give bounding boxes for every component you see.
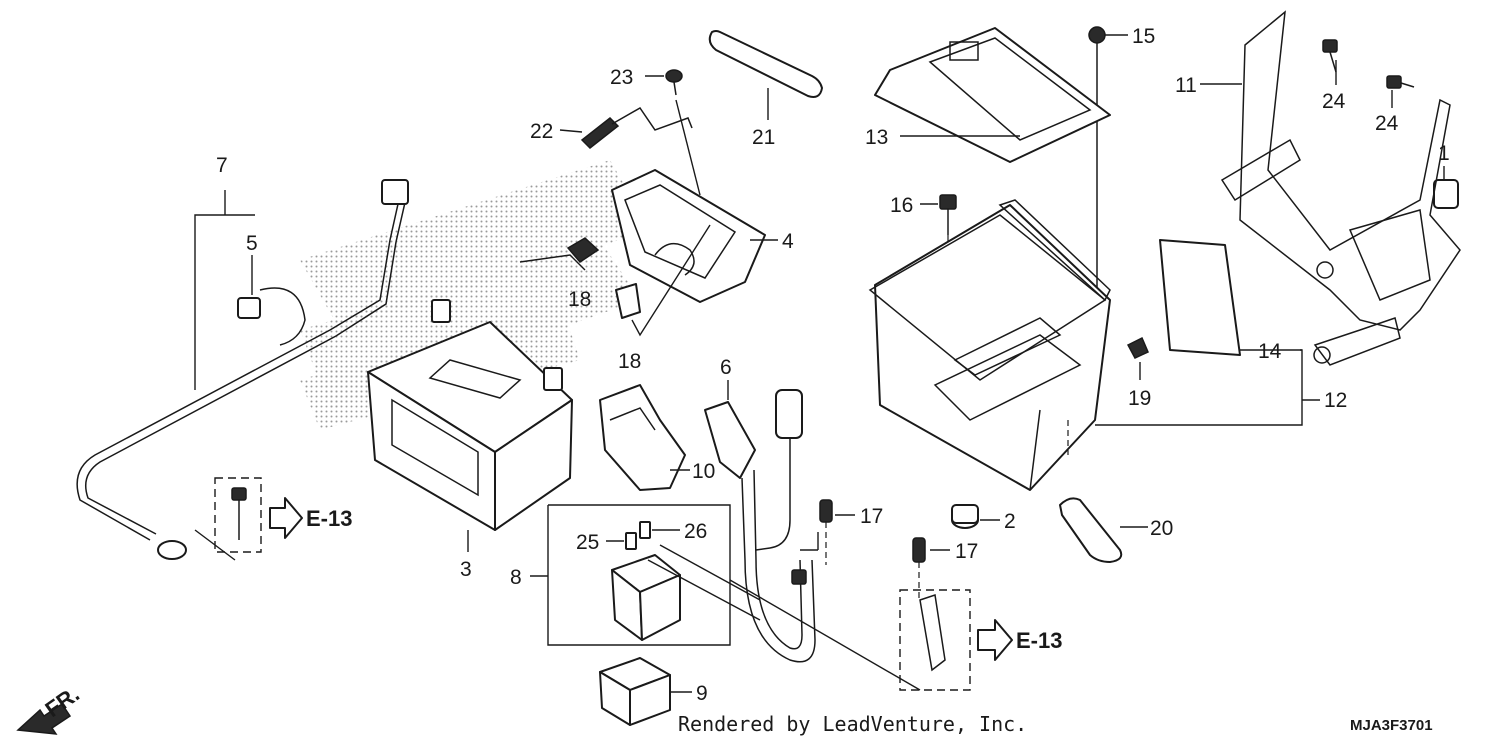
part-18-relay-b[interactable]: 18 — [615, 224, 711, 373]
callout-5: 5 — [246, 232, 258, 255]
part-6-cable[interactable]: 6 — [704, 356, 819, 663]
callout-6: 6 — [720, 356, 732, 379]
part-2-grommet[interactable]: 2 — [951, 504, 1016, 533]
ref-e13-right: E-13 — [1016, 628, 1062, 653]
part-5-clamp[interactable]: 5 — [237, 232, 306, 346]
callout-21: 21 — [752, 126, 775, 149]
callout-17a: 17 — [860, 505, 883, 528]
callout-1: 1 — [1438, 142, 1450, 165]
callout-8: 8 — [510, 566, 522, 589]
callout-15: 15 — [1132, 25, 1155, 48]
part-7-cable[interactable]: 7 — [76, 154, 409, 561]
callout-4: 4 — [782, 230, 794, 253]
reference-e13-left[interactable]: E-13 — [214, 477, 352, 553]
callout-18a: 18 — [568, 288, 591, 311]
part-1-connector[interactable]: 1 — [1433, 142, 1459, 209]
callout-20: 20 — [1150, 517, 1173, 540]
ref-e13-left: E-13 — [306, 506, 352, 531]
callout-23: 23 — [610, 66, 633, 89]
part-26-fuse[interactable]: 26 — [639, 520, 707, 543]
leader-group — [729, 579, 921, 691]
part-20-band[interactable]: 20 — [1059, 497, 1173, 563]
part-17-fitting-b[interactable]: 17 — [912, 537, 978, 600]
callout-9: 9 — [696, 682, 708, 705]
part-15-screw[interactable]: 15 — [1088, 25, 1155, 300]
part-14-pad[interactable]: 14 — [1159, 239, 1302, 363]
part-8-relay-assembly[interactable]: 8 — [510, 504, 761, 646]
part-17-fitting-a[interactable]: 17 — [819, 499, 883, 565]
callout-24a: 24 — [1322, 90, 1346, 113]
reference-e13-right[interactable]: E-13 — [899, 589, 1062, 691]
part-24-bolt-b[interactable]: 24 — [1375, 75, 1415, 135]
callout-19: 19 — [1128, 387, 1151, 410]
part-10-terminal-cover[interactable]: 10 — [599, 384, 715, 491]
front-arrow-icon: FR. — [16, 681, 84, 735]
callout-24b: 24 — [1375, 112, 1399, 135]
callout-12: 12 — [1324, 389, 1347, 412]
callout-2: 2 — [1004, 510, 1016, 533]
part-21-band[interactable]: 21 — [708, 30, 823, 149]
part-25-fuse[interactable]: 25 — [576, 531, 637, 554]
callout-3: 3 — [460, 558, 472, 581]
part-4-holder[interactable]: 4 — [611, 169, 794, 303]
callout-11: 11 — [1175, 74, 1197, 97]
callout-17b: 17 — [955, 540, 978, 563]
callout-26: 26 — [684, 520, 707, 543]
callout-18b: 18 — [618, 350, 641, 373]
callout-7: 7 — [216, 154, 228, 177]
part-22-strap[interactable]: 22 — [530, 107, 693, 150]
callout-25: 25 — [576, 531, 599, 554]
footer-credit: Rendered by LeadVenture, Inc. — [678, 712, 1027, 736]
callout-16: 16 — [890, 194, 913, 217]
callout-13: 13 — [865, 126, 888, 149]
part-18-relay-a[interactable]: 18 — [519, 237, 600, 311]
part-3-battery[interactable]: 3 — [367, 299, 573, 581]
part-24-bolt-a[interactable]: 24 — [1322, 39, 1346, 113]
part-19-clip[interactable]: 19 — [1126, 336, 1151, 410]
callout-14: 14 — [1258, 340, 1282, 363]
part-9-relay[interactable]: 9 — [599, 657, 708, 726]
callout-22: 22 — [530, 120, 553, 143]
callout-10: 10 — [692, 460, 715, 483]
diagram-code: MJA3F3701 — [1350, 717, 1433, 734]
part-13-lid[interactable]: 13 — [865, 27, 1111, 163]
part-23-screw[interactable]: 23 — [610, 66, 701, 196]
part-12-battery-tray[interactable]: 12 — [868, 199, 1347, 491]
part-11-bracket[interactable]: 11 — [1175, 10, 1461, 366]
